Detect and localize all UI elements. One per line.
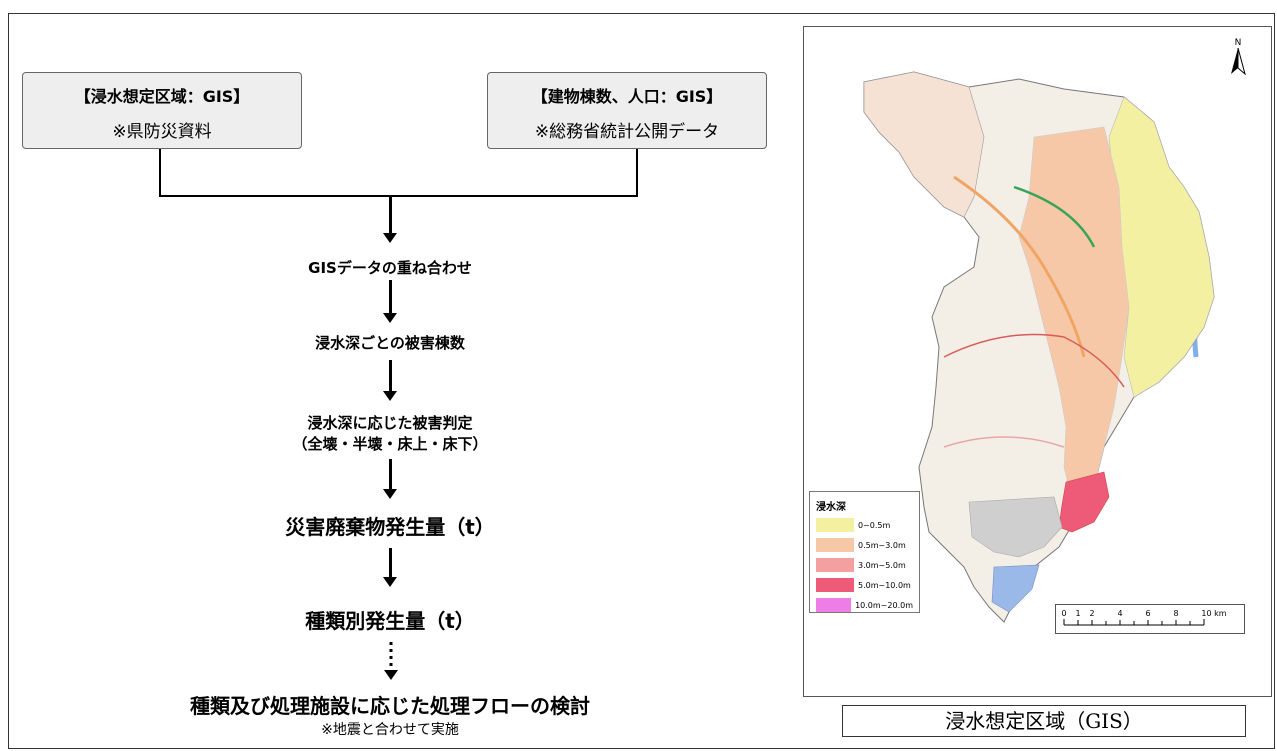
arrow-4-head: [383, 489, 397, 499]
connector-right-vertical: [636, 149, 638, 196]
legend-swatch: [816, 558, 854, 572]
step-process-flow: 種類及び処理施設に応じた処理フローの検討: [190, 694, 590, 718]
legend-row: 0.5m~3.0m: [816, 536, 913, 554]
step-waste-amount: 災害廃棄物発生量（t）: [285, 515, 495, 539]
source-box-buildings-title: 【建物棟数、人口：GIS】: [531, 87, 723, 106]
scale-bar: 0 1 2 4 6 8 10 km: [1055, 604, 1245, 634]
legend-swatch: [816, 538, 854, 552]
legend-row: 0~0.5m: [816, 516, 913, 534]
legend-title: 浸水深: [816, 502, 846, 513]
scale-tick-label: 1: [1075, 609, 1080, 618]
legend-label: 10.0m~20.0m: [855, 600, 913, 610]
note-earthquake: ※地震と合わせて実施: [321, 722, 459, 738]
scale-tick-label: 6: [1145, 609, 1150, 618]
map-frame: [803, 26, 1272, 697]
legend-row: 5.0m~10.0m: [816, 576, 913, 594]
arrow-1-head: [383, 233, 397, 243]
north-arrow-icon: [1231, 47, 1246, 76]
source-box-buildings-subtitle: ※総務省統計公開データ: [534, 122, 720, 142]
arrow-3-shaft: [389, 360, 392, 392]
legend-row: 10.0m~20.0m: [816, 596, 913, 614]
step-damage-judgement-line1: 浸水深に応じた被害判定: [307, 414, 473, 432]
north-label: N: [1234, 38, 1242, 48]
arrow-2-head: [383, 313, 397, 323]
arrow-2-shaft: [389, 280, 392, 314]
map-caption: 浸水想定区域（GIS）: [842, 705, 1246, 737]
scale-tick-label: 2: [1089, 609, 1094, 618]
scale-tick-label: 0: [1061, 609, 1066, 618]
legend-swatch: [816, 518, 854, 532]
legend-label: 3.0m~5.0m: [858, 560, 906, 570]
source-box-inundation-title: 【浸水想定区域：GIS】: [74, 87, 250, 106]
scale-tick-label: 10 km: [1201, 609, 1226, 618]
step-type-amount: 種類別発生量（t）: [305, 609, 475, 633]
arrow-3-head: [383, 391, 397, 401]
legend-label: 0~0.5m: [858, 520, 891, 530]
step-gis-overlay: GISデータの重ね合わせ: [308, 259, 472, 277]
north-arrow: N: [1228, 38, 1248, 78]
step-damage-count: 浸水深ごとの被害棟数: [315, 334, 465, 352]
source-box-inundation: 【浸水想定区域：GIS】 ※県防災資料: [22, 72, 302, 149]
arrow-5-shaft: [389, 548, 392, 578]
source-box-inundation-subtitle: ※県防災資料: [112, 122, 212, 142]
legend-label: 0.5m~3.0m: [858, 540, 906, 550]
scale-tick-label: 4: [1117, 609, 1122, 618]
legend-label: 5.0m~10.0m: [858, 580, 911, 590]
source-box-buildings: 【建物棟数、人口：GIS】 ※総務省統計公開データ: [487, 72, 767, 149]
connector-left-vertical: [159, 149, 161, 196]
outer-frame: [8, 13, 1275, 749]
scale-tick-label: 8: [1173, 609, 1178, 618]
legend-row: 3.0m~5.0m: [816, 556, 913, 574]
arrow-1-shaft: [389, 196, 392, 234]
legend-swatch: [816, 578, 854, 592]
connector-horizontal: [159, 195, 638, 197]
step-damage-judgement-line2: （全壊・半壊・床上・床下）: [292, 435, 488, 453]
arrow-6-dotted: [384, 642, 398, 680]
map-legend: 浸水深 0~0.5m 0.5m~3.0m 3.0m~5.0m 5.0m~10.0…: [809, 491, 920, 613]
arrow-5-head: [383, 577, 397, 587]
legend-swatch: [816, 598, 852, 612]
arrow-4-shaft: [389, 459, 392, 490]
inundation-map-image: [863, 71, 1215, 623]
